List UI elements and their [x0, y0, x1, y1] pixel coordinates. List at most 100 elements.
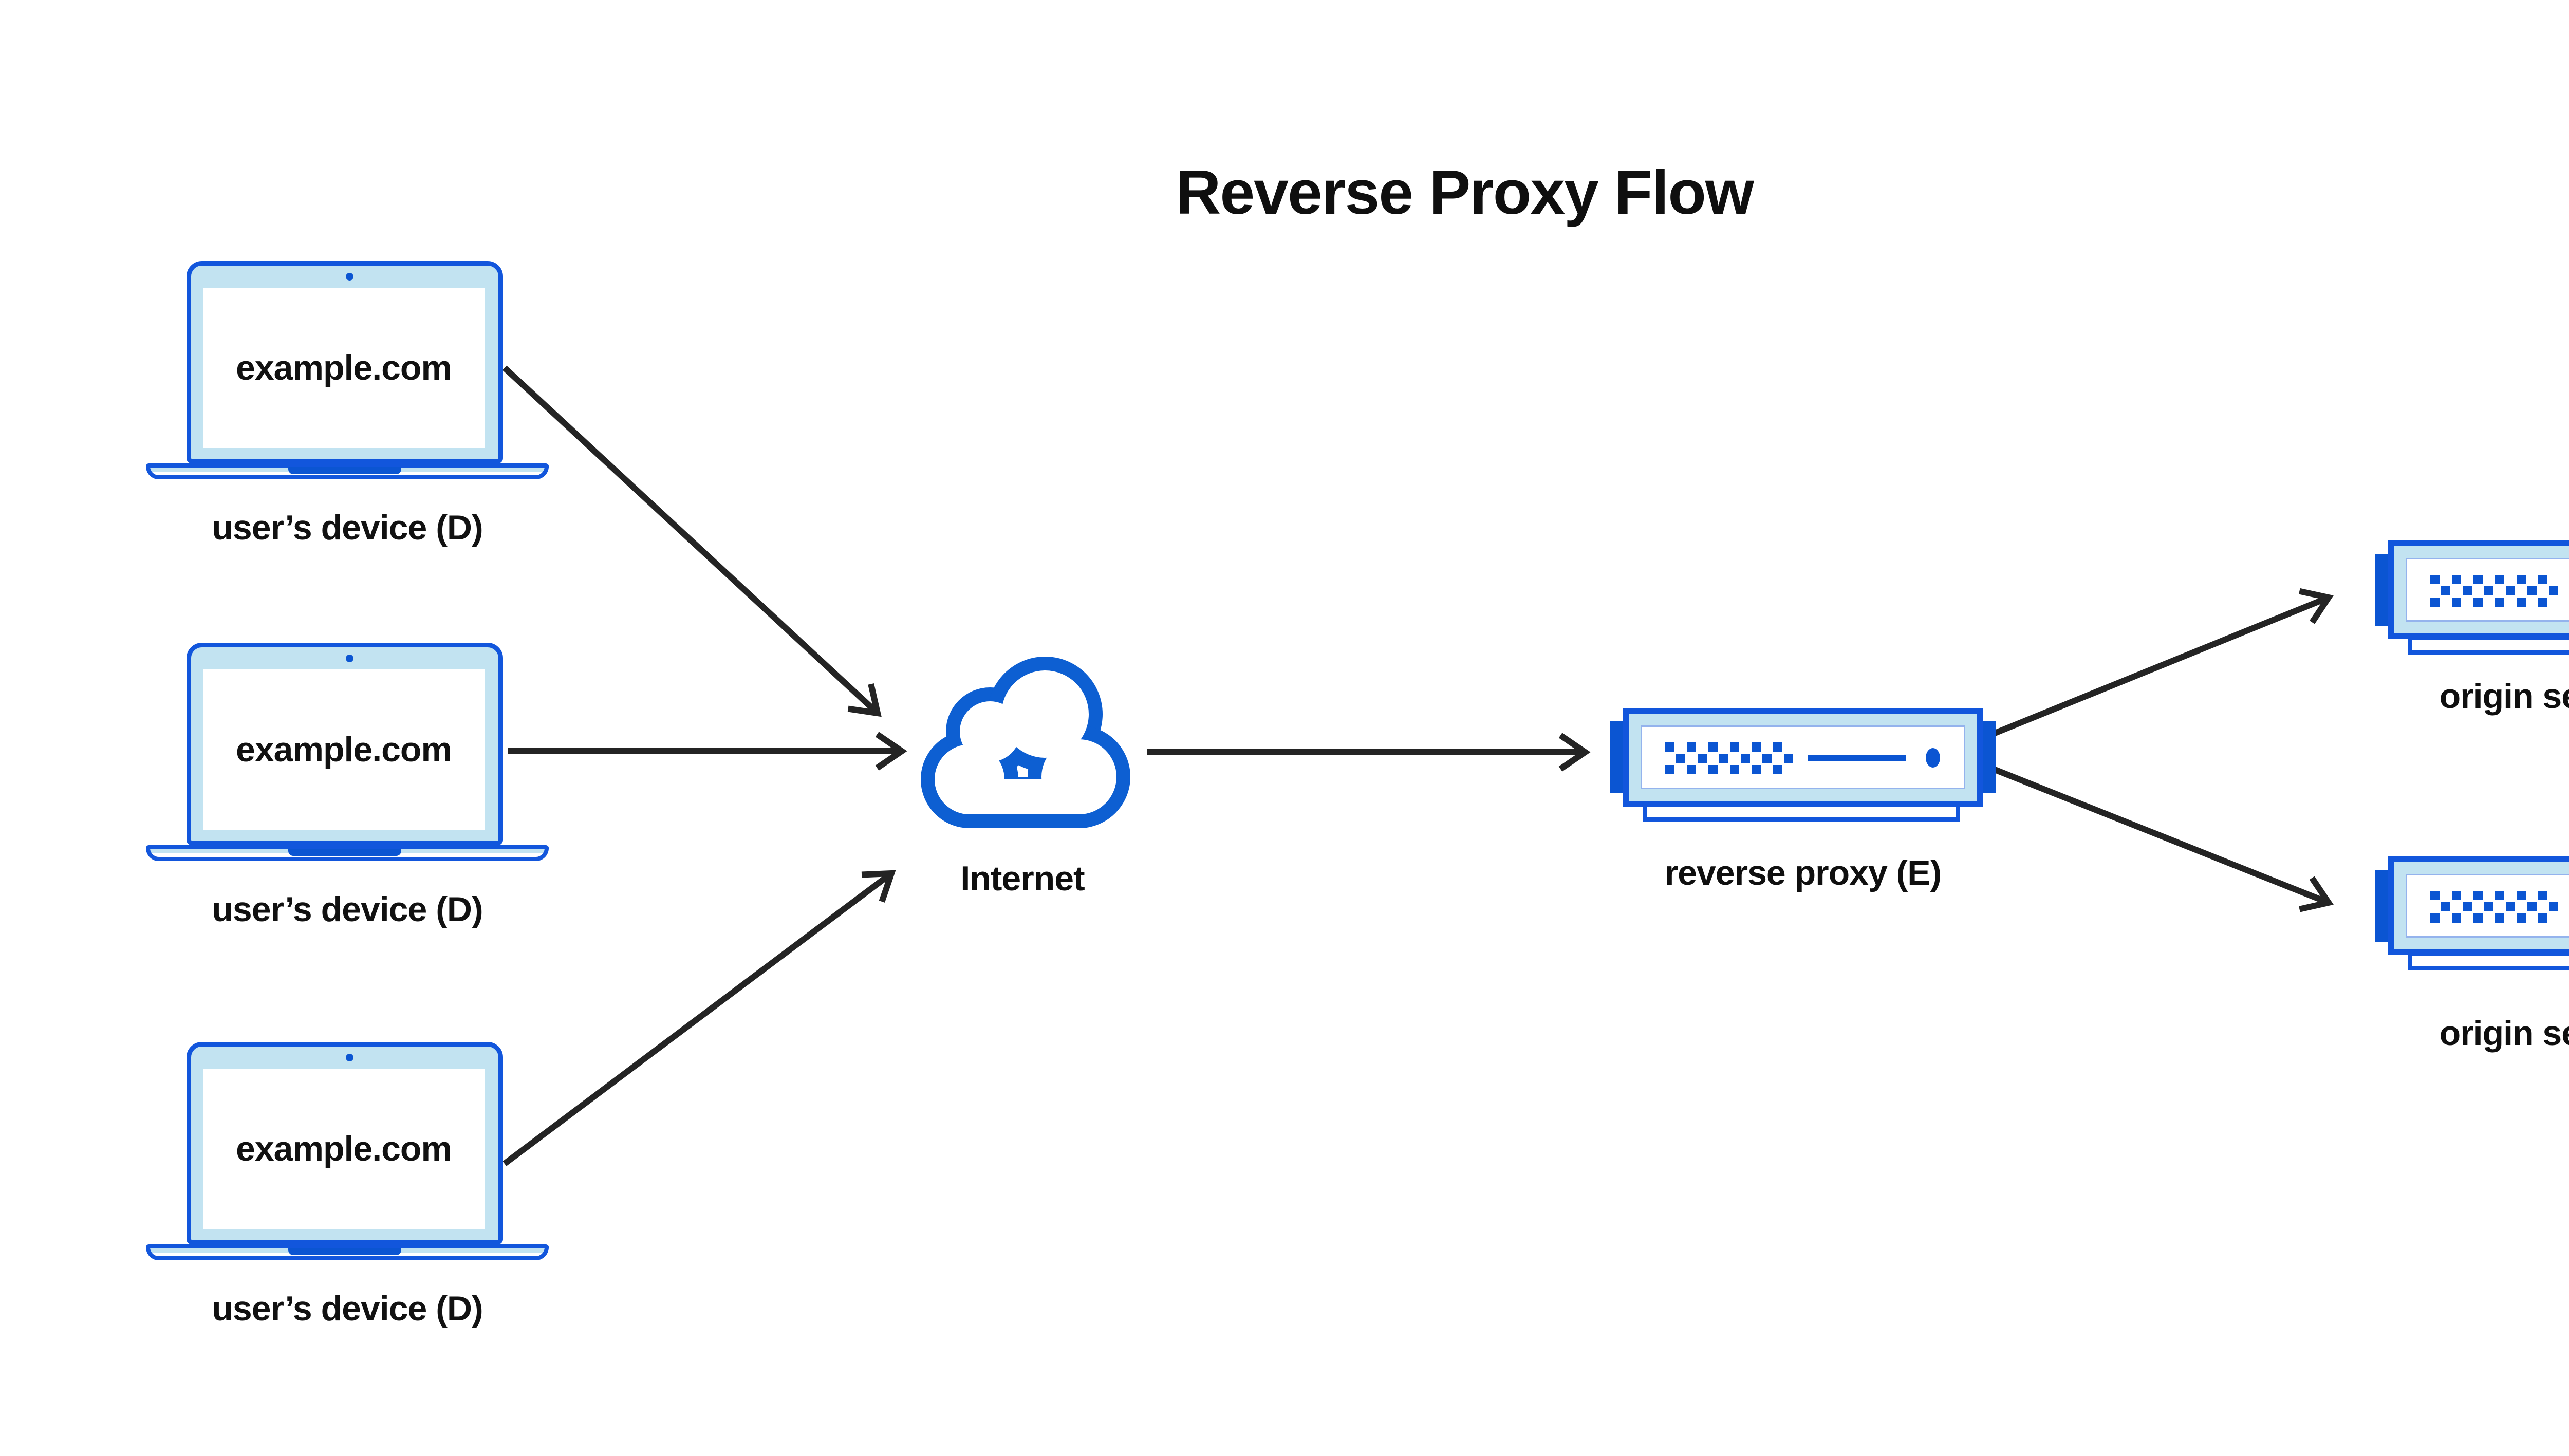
vent-square-icon [1773, 765, 1782, 774]
vent-square-icon [2484, 902, 2493, 911]
node-label: user’s device (D) [212, 508, 483, 547]
vent-square-icon [1752, 742, 1761, 752]
vent-square-icon [1752, 765, 1761, 774]
internet-label: Internet [960, 859, 1085, 898]
laptop-hinge-notch [288, 1248, 401, 1255]
origin-server-2-label: origin server (F) [2439, 1014, 2569, 1053]
node-label: user’s device (D) [212, 890, 483, 929]
laptop-screen: example.com [203, 288, 485, 448]
camera-dot-icon [346, 655, 353, 662]
vent-square-icon [2495, 598, 2504, 607]
arrowhead-icon [2299, 588, 2334, 624]
laptop-base [146, 1244, 549, 1260]
diagram-title: Reverse Proxy Flow [1176, 157, 1754, 227]
vent-square-icon [2452, 891, 2461, 900]
vent-square-icon [2527, 586, 2537, 595]
vent-square-icon [2506, 586, 2515, 595]
vent-square-icon [2538, 575, 2547, 584]
arrow-user-device-3-to-internet [502, 870, 896, 1166]
screen-url-text: example.com [236, 1129, 452, 1168]
vent-square-icon [1762, 754, 1772, 763]
vent-square-icon [2430, 598, 2440, 607]
vent-square-icon [2495, 913, 2504, 923]
vent-square-icon [1676, 754, 1685, 763]
vent-square-icon [2473, 575, 2483, 584]
vent-square-icon [2441, 902, 2450, 911]
vent-square-icon [2473, 598, 2483, 607]
laptop-hinge-notch [288, 467, 401, 474]
vent-square-icon [2517, 598, 2526, 607]
vent-square-icon [2538, 891, 2547, 900]
laptop-base [146, 845, 549, 861]
vent-square-icon [1687, 742, 1696, 752]
screen-url-text: example.com [236, 730, 452, 769]
user-device-2: example.com user’s device (D) [146, 643, 549, 930]
vent-square-icon [1665, 742, 1674, 752]
user-device-3: example.com user’s device (D) [146, 1042, 549, 1330]
arrow-reverse-proxy-to-origin-server-2 [1992, 766, 2334, 912]
vent-square-icon [2527, 902, 2537, 911]
slot-line-icon [1808, 755, 1906, 761]
vent-square-icon [2549, 586, 2558, 595]
arrow-user-device-2-to-internet [508, 732, 907, 771]
laptop-screen: example.com [203, 669, 485, 830]
vent-square-icon [2484, 586, 2493, 595]
origin-server-1-label: origin server (F) [2439, 677, 2569, 716]
vent-square-icon [2430, 891, 2440, 900]
laptop-screen: example.com [203, 1069, 485, 1229]
vent-square-icon [2549, 902, 2558, 911]
arrowhead-icon [2299, 876, 2334, 912]
screen-url-text: example.com [236, 348, 452, 387]
vent-square-icon [2463, 586, 2472, 595]
vent-square-icon [1719, 754, 1728, 763]
server-face [1641, 725, 1965, 789]
vent-square-icon [2452, 913, 2461, 923]
vent-square-icon [2495, 891, 2504, 900]
vent-square-icon [1665, 765, 1674, 774]
vent-square-icon [2473, 913, 2483, 923]
vent-square-icon [2452, 598, 2461, 607]
laptop-lid: example.com [187, 643, 503, 845]
camera-dot-icon [346, 1054, 353, 1061]
vent-square-icon [2495, 575, 2504, 584]
server-face [2406, 558, 2569, 622]
led-dot-icon [1926, 748, 1940, 768]
vent-square-icon [2538, 913, 2547, 923]
vent-square-icon [1708, 742, 1718, 752]
laptop-hinge-notch [288, 849, 401, 856]
vent-square-icon [2473, 891, 2483, 900]
vent-square-icon [1741, 754, 1750, 763]
cloud-icon [921, 657, 1130, 828]
vent-square-icon [2452, 575, 2461, 584]
vent-square-icon [2517, 913, 2526, 923]
vent-square-icon [1730, 742, 1739, 752]
internet-node [916, 654, 1131, 831]
vent-square-icon [1698, 754, 1707, 763]
vent-square-icon [2430, 913, 2440, 923]
vent-square-icon [2430, 575, 2440, 584]
origin-server-2 [2375, 856, 2569, 975]
arrow-reverse-proxy-to-origin-server-1 [1992, 588, 2334, 737]
laptop-lid: example.com [187, 1042, 503, 1244]
vent-square-icon [2517, 891, 2526, 900]
vent-square-icon [2463, 902, 2472, 911]
laptop-base [146, 463, 549, 479]
server-face [2406, 874, 2569, 938]
reverse-proxy [1610, 708, 1996, 826]
vent-square-icon [2517, 575, 2526, 584]
server-chassis [2388, 856, 2569, 955]
vent-square-icon [1687, 765, 1696, 774]
vent-square-icon [2538, 598, 2547, 607]
camera-dot-icon [346, 273, 353, 281]
vent-square-icon [1773, 742, 1782, 752]
server-chassis [1623, 708, 1983, 807]
vent-square-icon [2506, 902, 2515, 911]
vent-square-icon [1730, 765, 1739, 774]
arrowhead-icon [1558, 733, 1591, 772]
reverse-proxy-label: reverse proxy (E) [1664, 853, 1942, 892]
arrowhead-icon [861, 870, 896, 903]
node-label: user’s device (D) [212, 1289, 483, 1328]
arrow-internet-to-reverse-proxy [1147, 733, 1591, 772]
origin-server-1 [2375, 540, 2569, 659]
